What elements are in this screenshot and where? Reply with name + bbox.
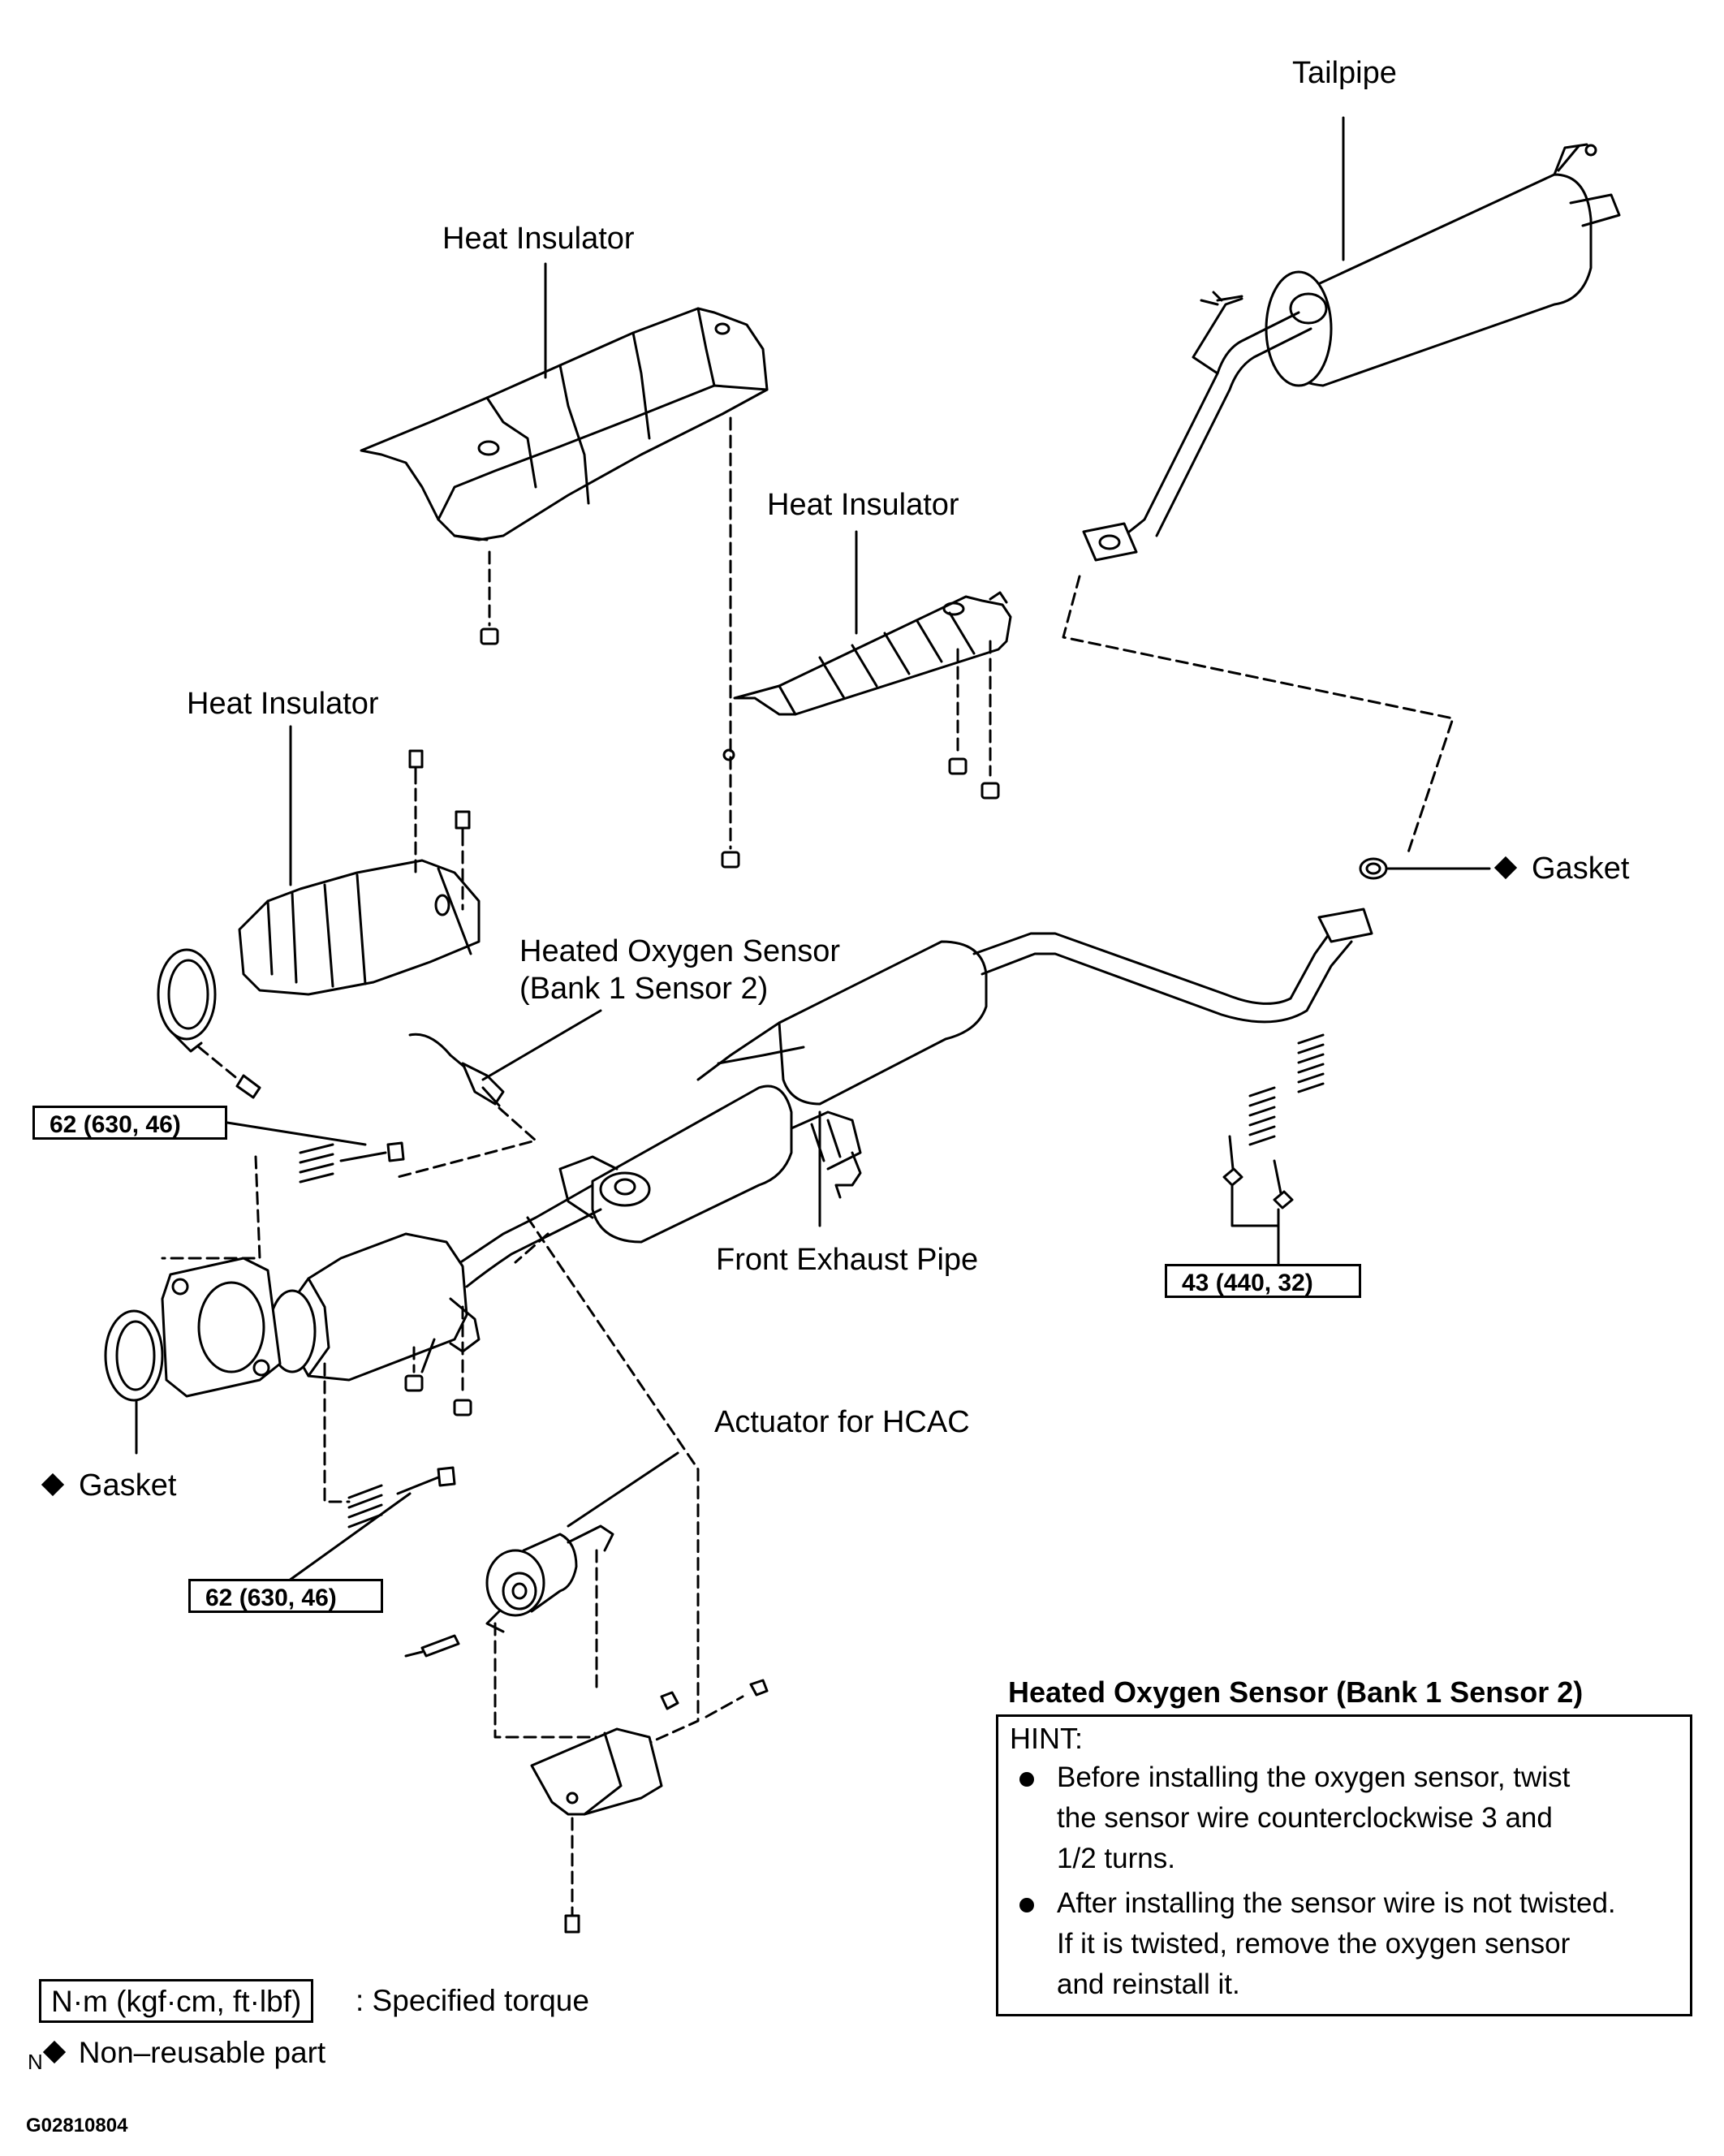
legend-nonreusable: N Non–reusable part	[28, 2036, 326, 2074]
bracket-part	[530, 1727, 663, 1816]
hint-title: Heated Oxygen Sensor (Bank 1 Sensor 2)	[1008, 1675, 1584, 1709]
hint-head: HINT:	[1010, 1722, 1083, 1755]
spring	[1297, 1033, 1325, 1093]
legend-nonreusable-desc: Non–reusable part	[78, 2036, 326, 2069]
nonreusable-diamond-icon	[41, 1473, 65, 1497]
label-front-exhaust-pipe: Front Exhaust Pipe	[716, 1243, 979, 1277]
bullet-icon	[1019, 1772, 1034, 1787]
nonreusable-diamond-icon	[42, 2041, 66, 2064]
actuator-part	[404, 1524, 614, 1658]
legend-torque-unit-box: N·m (kgf·cm, ft·lbf)	[39, 1979, 314, 2023]
label-gasket-right: Gasket	[1493, 851, 1629, 886]
bullet-icon	[1019, 1898, 1034, 1912]
label-oxygen-sensor-line2: (Bank 1 Sensor 2)	[519, 972, 769, 1006]
label-actuator: Actuator for HCAC	[714, 1405, 970, 1439]
heat-insulator-mid-part	[722, 591, 1012, 761]
heat-insulator-left-part	[238, 859, 481, 996]
bolt	[455, 810, 471, 846]
oxygen-sensor-part	[408, 1033, 505, 1107]
label-gasket-left: Gasket	[41, 1468, 176, 1503]
torque-box-right: 43 (440, 32)	[1165, 1264, 1361, 1298]
hint-box: HINT: Before installing the oxygen senso…	[996, 1714, 1692, 2016]
tailpipe-part	[1082, 143, 1621, 562]
nonreusable-diamond-icon	[1493, 856, 1518, 880]
gasket-right-part	[1359, 857, 1388, 880]
figure-code: G02810804	[26, 2115, 128, 2137]
legend-prefix: N	[28, 2050, 43, 2074]
gasket-left-part	[104, 1309, 164, 1402]
spring	[1248, 1086, 1276, 1146]
bolt	[408, 749, 424, 785]
label-heat-insulator-mid: Heat Insulator	[767, 488, 959, 522]
torque-box-upper-left: 62 (630, 46)	[32, 1106, 227, 1140]
clamp-part	[157, 948, 217, 1053]
nut	[480, 627, 499, 645]
label-oxygen-sensor-line1: Heated Oxygen Sensor	[519, 934, 841, 968]
torque-box-lower-left: 62 (630, 46)	[188, 1579, 383, 1613]
label-heat-insulator-top: Heat Insulator	[442, 222, 635, 256]
label-tailpipe: Tailpipe	[1292, 56, 1397, 90]
legend-torque-desc: : Specified torque	[356, 1984, 589, 2017]
label-heat-insulator-left: Heat Insulator	[187, 687, 379, 721]
front-exhaust-pipe-part	[161, 908, 1373, 1398]
heat-insulator-top-part	[360, 307, 769, 541]
